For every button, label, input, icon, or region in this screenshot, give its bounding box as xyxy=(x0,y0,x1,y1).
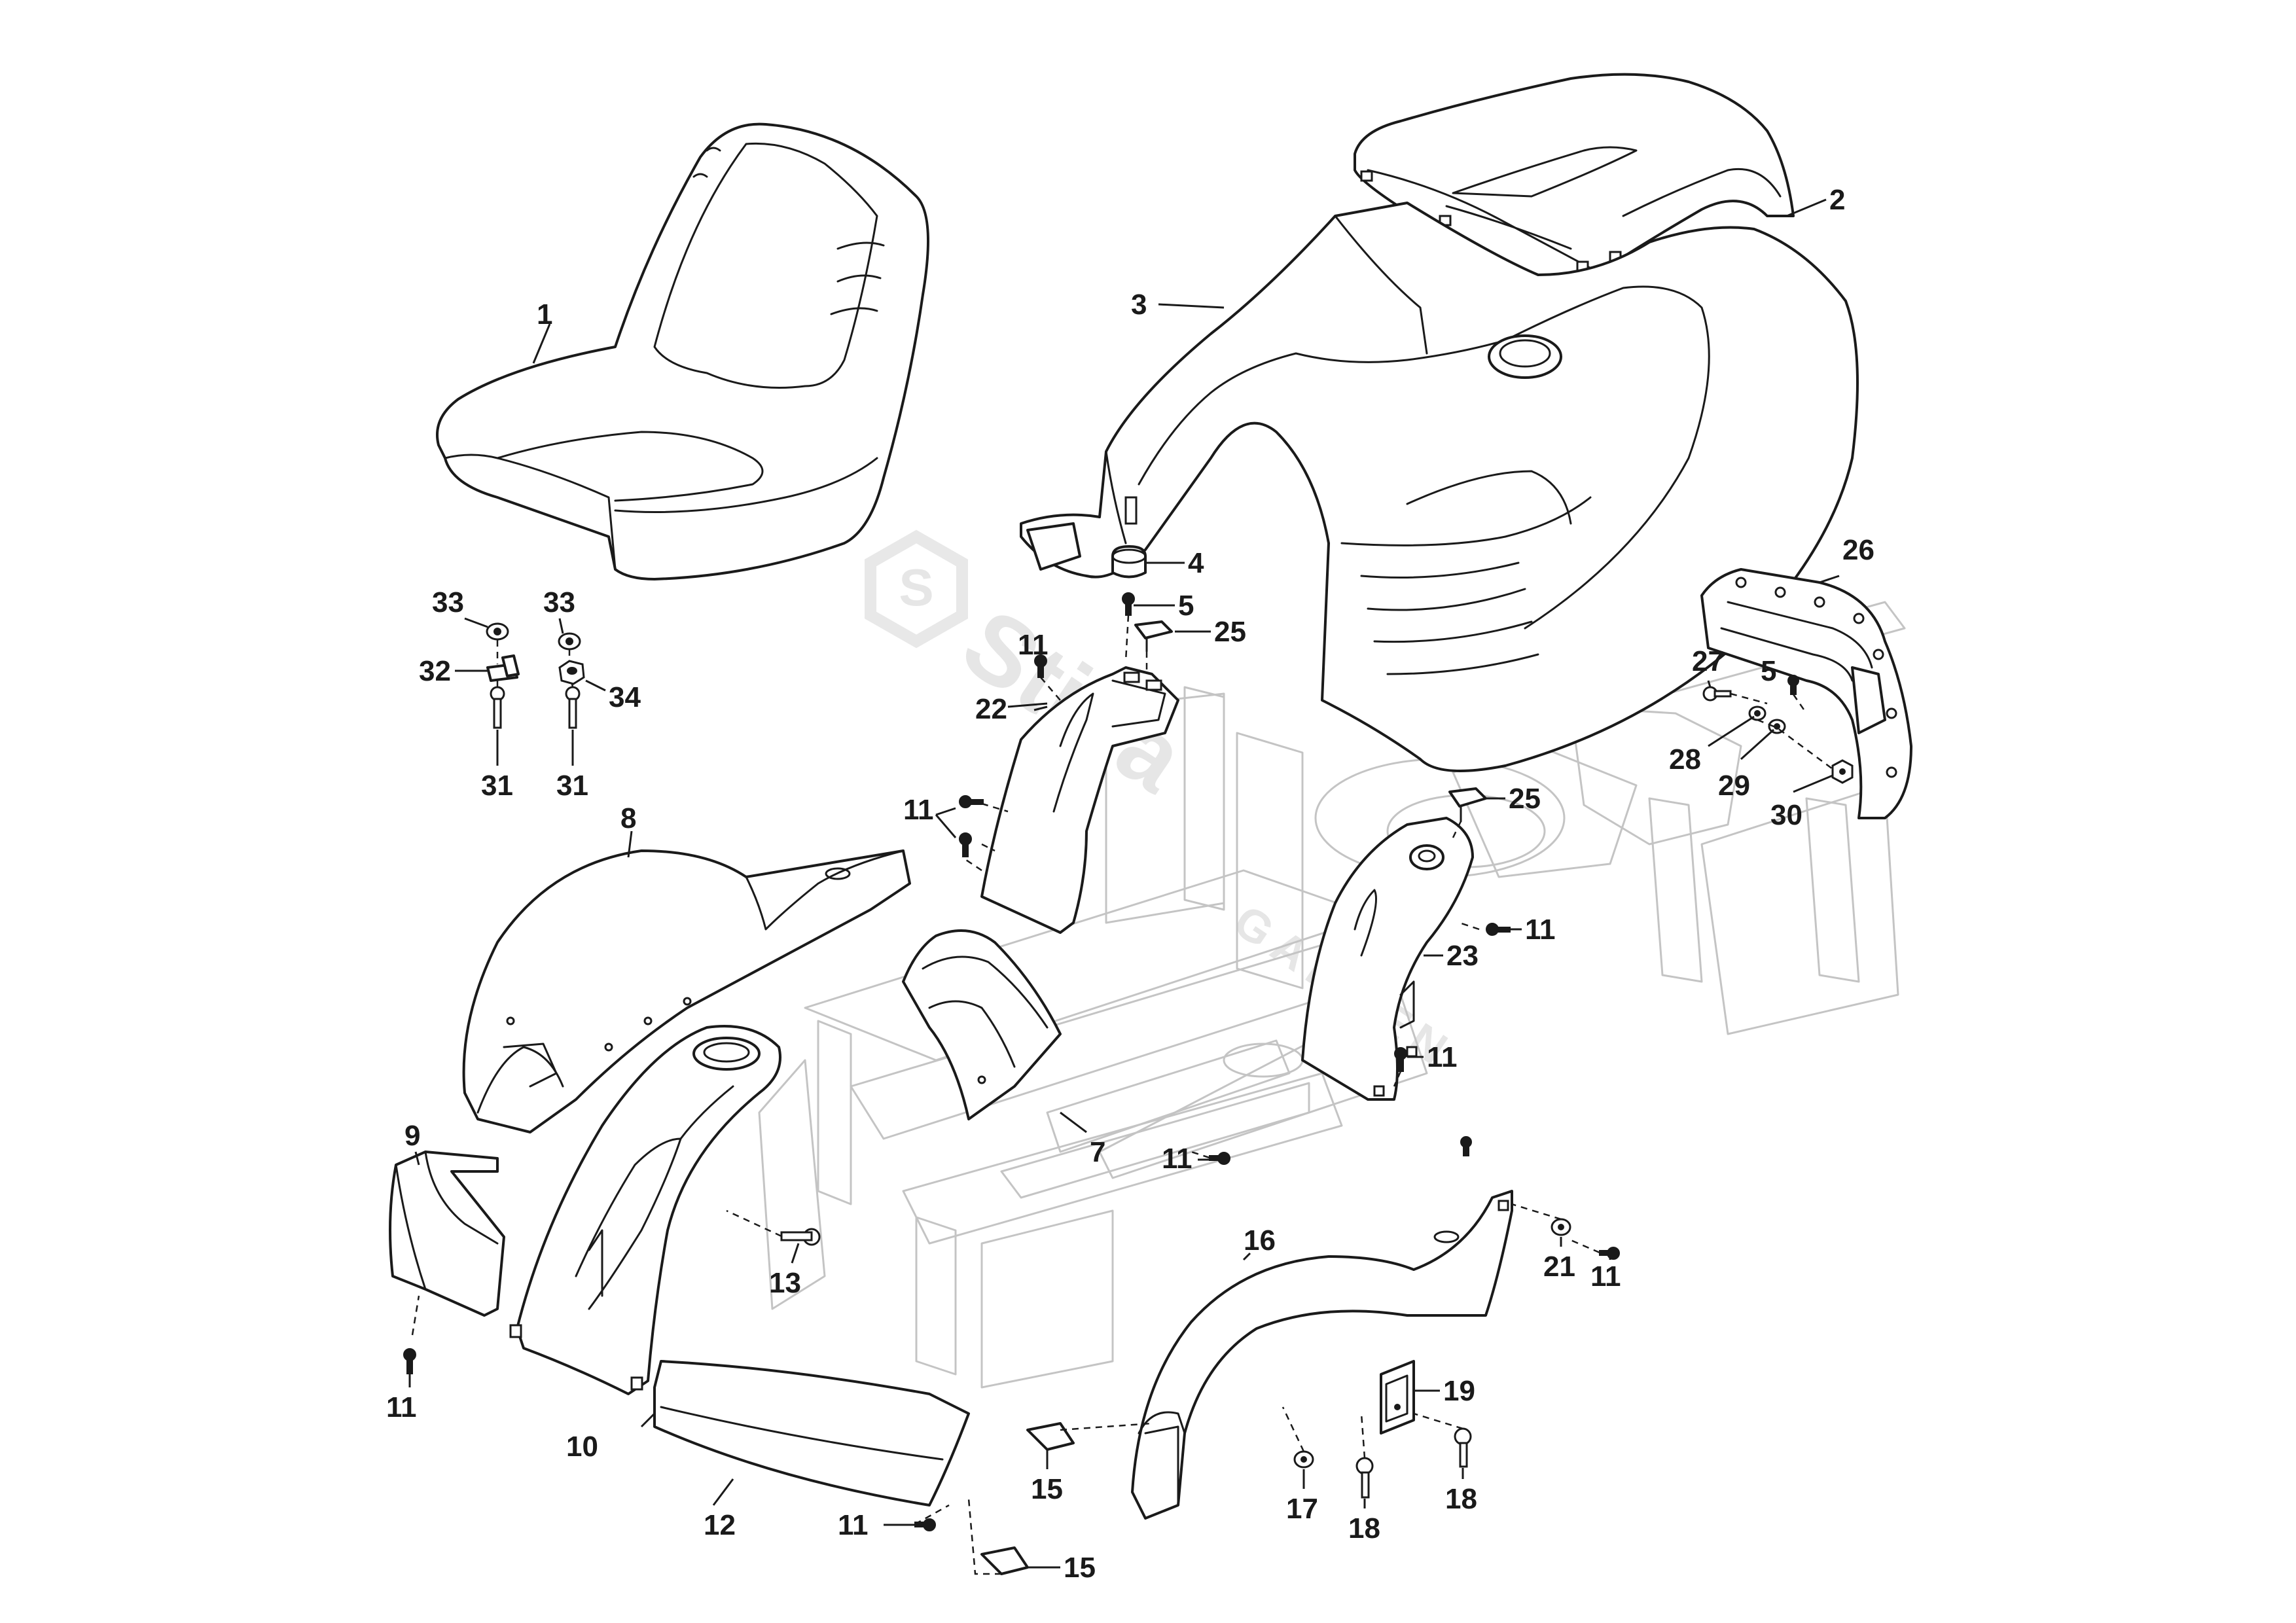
leader-lines xyxy=(408,198,1840,1569)
callout-25a: 25 xyxy=(1214,616,1246,648)
assembly-lines xyxy=(411,615,1833,1575)
seat xyxy=(436,122,929,580)
mounting-bracket xyxy=(1380,1360,1415,1435)
clip-25a xyxy=(1134,620,1173,652)
main-hood xyxy=(1020,202,1859,772)
hardware xyxy=(403,622,1854,1575)
rubber-buffer xyxy=(1111,545,1147,579)
washer-33b xyxy=(558,632,581,651)
screw-11a xyxy=(1034,654,1047,678)
callout-16: 16 xyxy=(1244,1224,1276,1257)
callout-2: 2 xyxy=(1829,184,1845,216)
screw-5a xyxy=(1122,592,1135,616)
screw-11f xyxy=(1599,1247,1620,1260)
callout-18b: 18 xyxy=(1445,1483,1477,1515)
left-rear-fender xyxy=(462,849,911,1133)
callout-25b: 25 xyxy=(1509,783,1541,815)
callout-8: 8 xyxy=(620,802,636,834)
callout-32: 32 xyxy=(419,655,451,687)
callout-19: 19 xyxy=(1443,1375,1475,1407)
callout-11d: 11 xyxy=(1427,1041,1458,1073)
callout-11f: 11 xyxy=(1590,1260,1621,1293)
callout-1: 1 xyxy=(537,298,552,330)
callout-33a: 33 xyxy=(432,586,464,618)
callout-11a: 11 xyxy=(1018,629,1049,661)
left-footrest xyxy=(902,929,1062,1120)
screw-loose xyxy=(1460,1136,1472,1156)
nut-30 xyxy=(1831,759,1854,784)
bolt-13 xyxy=(780,1228,821,1246)
rear-bumper xyxy=(1700,568,1912,819)
bolt-27 xyxy=(1702,686,1732,702)
callout-27: 27 xyxy=(1692,645,1724,677)
right-side-panel xyxy=(1301,817,1474,1101)
left-side-panel xyxy=(980,666,1179,934)
callout-labels: 1 2 3 4 5 5 7 8 9 10 11 11 11 11 11 11 1… xyxy=(386,184,1874,1584)
svg-text:S: S xyxy=(899,558,933,616)
callout-15a: 15 xyxy=(1031,1473,1063,1505)
washer-17 xyxy=(1293,1450,1314,1469)
callout-10: 10 xyxy=(566,1431,598,1463)
screw-11b xyxy=(959,795,984,857)
callout-11h: 11 xyxy=(838,1509,869,1541)
bolt-31a xyxy=(490,686,505,729)
front-skirt xyxy=(653,1360,970,1507)
bolt-31b xyxy=(565,686,581,729)
callout-17: 17 xyxy=(1286,1493,1318,1525)
nut-34 xyxy=(558,660,585,685)
callout-9: 9 xyxy=(404,1120,420,1152)
callout-15b: 15 xyxy=(1064,1552,1096,1584)
washer-33a xyxy=(486,622,509,641)
callout-21: 21 xyxy=(1543,1251,1575,1283)
right-rear-fender xyxy=(1131,1190,1513,1520)
callout-22: 22 xyxy=(975,693,1007,725)
bolt-18b xyxy=(1454,1427,1472,1468)
callout-13: 13 xyxy=(769,1267,801,1299)
callout-34: 34 xyxy=(609,681,641,713)
callout-11e: 11 xyxy=(1162,1143,1193,1175)
callout-28: 28 xyxy=(1669,743,1701,776)
brand-logo-icon: S xyxy=(865,529,968,649)
callout-31b: 31 xyxy=(556,770,588,802)
callout-11b: 11 xyxy=(903,794,934,826)
clip-15a xyxy=(1026,1422,1075,1451)
callout-31a: 31 xyxy=(481,770,513,802)
bracket-cover xyxy=(389,1150,505,1317)
callout-5a: 5 xyxy=(1178,590,1194,622)
callout-33b: 33 xyxy=(543,586,575,618)
left-front-fender xyxy=(509,1025,781,1395)
callout-11c: 11 xyxy=(1525,914,1556,946)
callout-5b: 5 xyxy=(1761,655,1776,687)
callout-11g: 11 xyxy=(386,1391,417,1423)
screw-5b xyxy=(1787,675,1799,695)
callout-4: 4 xyxy=(1188,547,1204,579)
callout-3: 3 xyxy=(1131,289,1147,321)
screw-11g xyxy=(403,1348,416,1374)
clip-nut-32 xyxy=(486,654,520,682)
callout-29: 29 xyxy=(1718,770,1750,802)
clip-25b xyxy=(1448,787,1487,823)
clip-15b xyxy=(980,1546,1029,1575)
callout-30: 30 xyxy=(1770,799,1803,831)
callout-12: 12 xyxy=(704,1509,736,1541)
callout-7: 7 xyxy=(1090,1136,1105,1168)
callout-23: 23 xyxy=(1446,940,1479,972)
callout-26: 26 xyxy=(1842,534,1874,566)
screw-11d xyxy=(1394,1047,1407,1072)
bolt-18a xyxy=(1355,1457,1374,1499)
callout-18a: 18 xyxy=(1348,1512,1380,1544)
washer-21 xyxy=(1551,1218,1571,1236)
